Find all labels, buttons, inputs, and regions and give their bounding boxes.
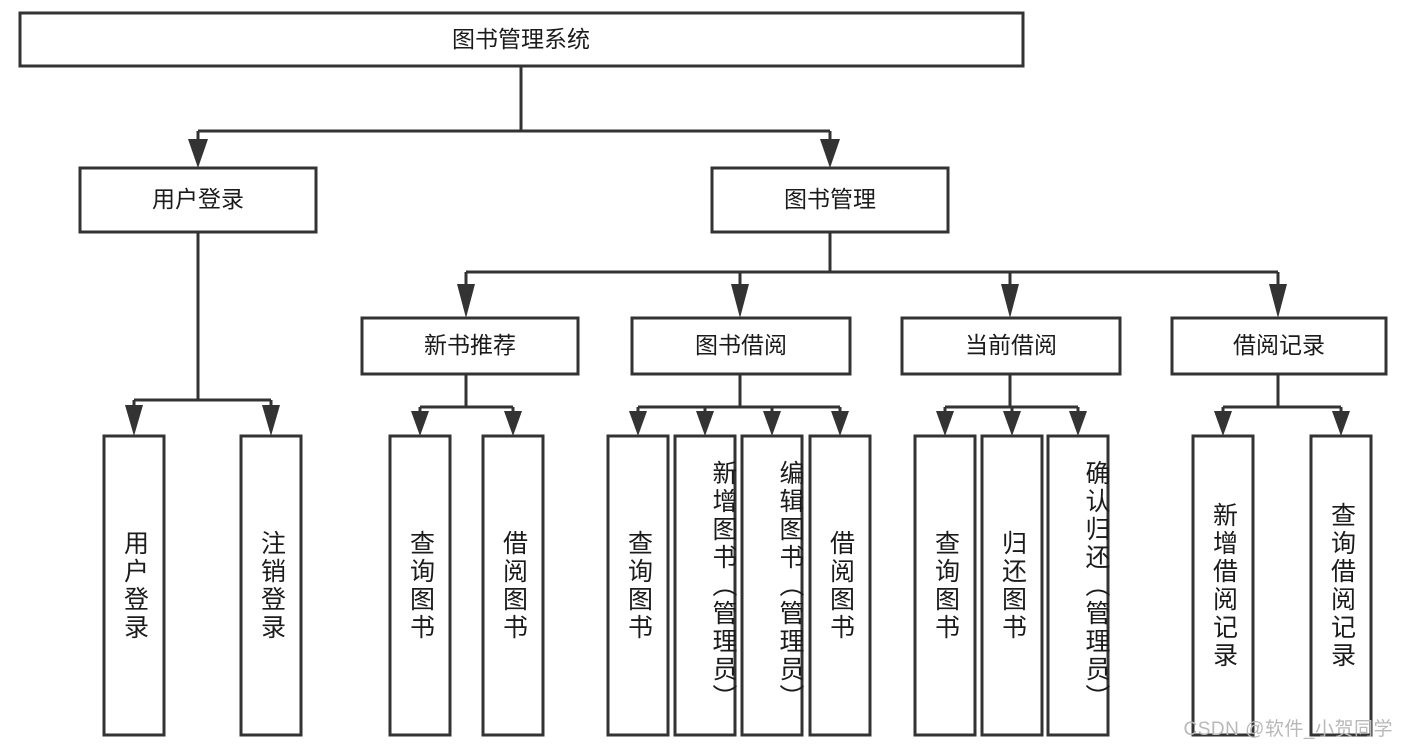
node-current-borrow[interactable]: 当前借阅 <box>900 316 1122 376</box>
leaf-box-group <box>102 434 1373 737</box>
arrow-head-leaf-borrow-book-2 <box>831 411 849 436</box>
connector-group-current-borrow <box>936 374 1087 436</box>
connector-group-book-borrow <box>629 374 849 436</box>
connector-group-borrow-record <box>1214 374 1350 436</box>
arrow-head-leaf-confirm-return <box>1069 411 1087 436</box>
node-user-login-box <box>78 166 318 234</box>
arrow-head-leaf-query-book-1 <box>411 411 429 436</box>
node-root-label: 图书管理系统 <box>452 26 590 52</box>
node-current-borrow-label: 当前借阅 <box>965 332 1057 358</box>
node-borrow-record[interactable]: 借阅记录 <box>1170 316 1388 376</box>
arrow-head-leaf-user-login <box>125 405 143 436</box>
arrow-head-leaf-query-book-2 <box>629 411 647 436</box>
leaf-box-logout-login[interactable] <box>239 434 303 737</box>
node-user-login[interactable]: 用户登录 <box>78 166 318 234</box>
arrow-head-new-book-rec <box>457 284 475 318</box>
leaf-box-return-book[interactable] <box>980 434 1044 737</box>
arrow-head-current-borrow <box>1001 284 1019 318</box>
arrow-head-leaf-borrow-book-1 <box>504 411 522 436</box>
arrow-head-borrow-record <box>1269 284 1287 318</box>
node-book-manage-label: 图书管理 <box>784 186 876 212</box>
arrow-head-leaf-query-book-3 <box>936 411 954 436</box>
node-book-borrow[interactable]: 图书借阅 <box>630 316 852 376</box>
arrow-head-leaf-logout-login <box>262 405 280 436</box>
node-book-manage-box <box>710 166 950 234</box>
node-user-login-label: 用户登录 <box>152 186 244 212</box>
leaf-box-add-book[interactable] <box>673 434 737 737</box>
node-new-book-rec-box <box>360 316 580 376</box>
node-root[interactable]: 图书管理系统 <box>18 11 1025 68</box>
arrow-head-book-borrow <box>731 284 749 318</box>
arrow-head-book-manage <box>820 139 840 168</box>
node-book-borrow-box <box>630 316 852 376</box>
arrow-head-leaf-add-record <box>1214 411 1232 436</box>
arrow-head-leaf-edit-book <box>763 411 781 436</box>
arrow-head-leaf-add-book <box>696 411 714 436</box>
arrow-head-user-login <box>188 139 208 168</box>
node-borrow-record-box <box>1170 316 1388 376</box>
connector-group-book-manage <box>457 232 1287 318</box>
leaf-box-add-record[interactable] <box>1191 434 1255 737</box>
connector-group-new-book-rec <box>411 374 522 436</box>
leaf-box-query-book-1[interactable] <box>388 434 452 737</box>
connector-group-user-login <box>125 232 280 436</box>
node-root-box <box>18 11 1025 68</box>
node-current-borrow-box <box>900 316 1122 376</box>
leaf-box-user-login[interactable] <box>102 434 166 737</box>
leaf-box-query-record[interactable] <box>1309 434 1373 737</box>
arrow-head-leaf-query-record <box>1332 411 1350 436</box>
node-new-book-rec-label: 新书推荐 <box>424 332 516 358</box>
leaf-box-borrow-book-2[interactable] <box>808 434 872 737</box>
csdn-watermark: CSDN @软件_小贺同学 <box>1183 719 1393 740</box>
connector-group-root <box>188 66 840 168</box>
node-book-borrow-label: 图书借阅 <box>695 332 787 358</box>
arrow-head-leaf-return-book <box>1003 411 1021 436</box>
node-book-manage[interactable]: 图书管理 <box>710 166 950 234</box>
node-new-book-rec[interactable]: 新书推荐 <box>360 316 580 376</box>
leaf-box-query-book-2[interactable] <box>606 434 670 737</box>
leaf-box-query-book-3[interactable] <box>913 434 977 737</box>
node-borrow-record-label: 借阅记录 <box>1233 332 1325 358</box>
leaf-box-borrow-book-1[interactable] <box>481 434 545 737</box>
leaf-box-confirm-return[interactable] <box>1046 434 1110 737</box>
leaf-box-edit-book[interactable] <box>740 434 804 737</box>
